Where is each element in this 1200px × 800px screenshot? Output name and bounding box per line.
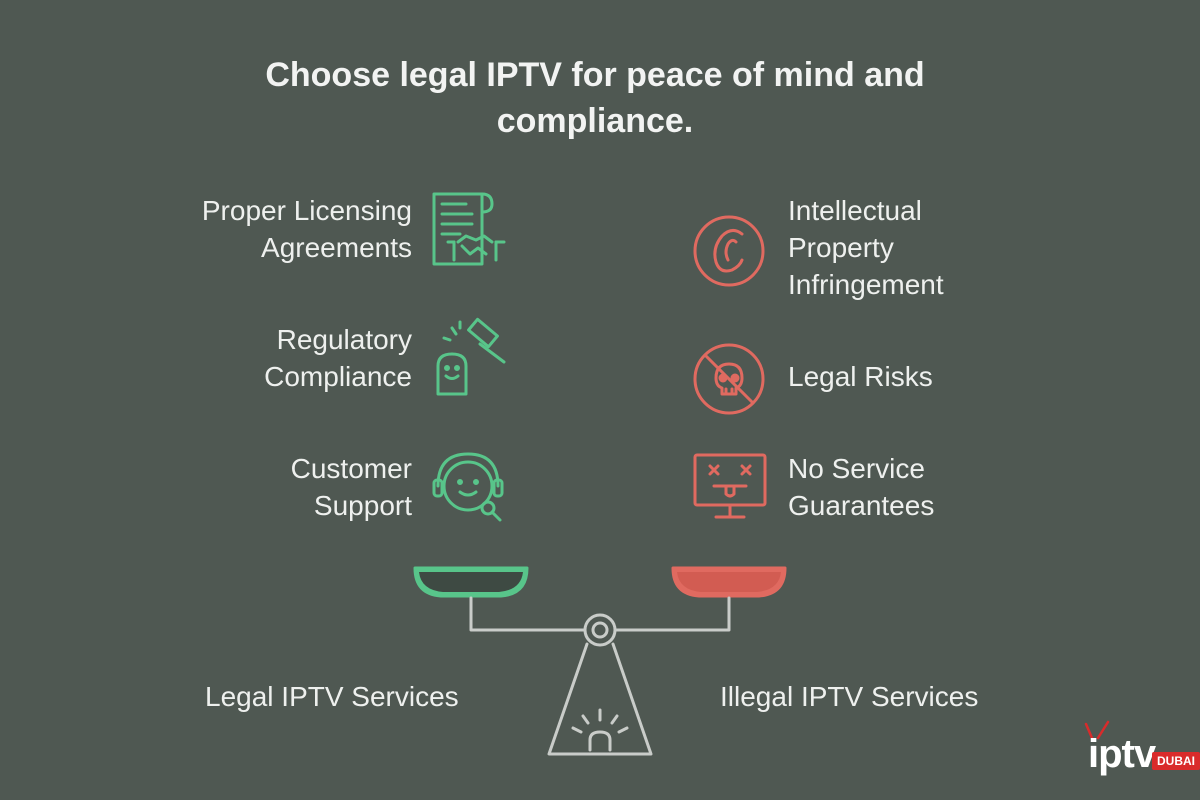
illegal-item-risks: Legal Risks [788,358,1048,395]
illegal-item-guarantees: No Service Guarantees [788,450,1048,524]
illegal-item-ip-line2: Property [788,232,894,263]
headset-support-icon [432,452,504,522]
illegal-item-guarantees-line2: Guarantees [788,490,935,521]
legal-item-licensing-line2: Agreements [261,232,412,263]
illegal-item-guarantees-line1: No Service [788,453,925,484]
balance-scale-icon [413,566,787,756]
broken-monitor-icon [693,453,767,519]
tv-antenna-icon [1084,720,1110,740]
gavel-compliance-icon [436,317,506,396]
legal-item-support-line1: Customer [290,453,412,484]
illegal-item-ip-line3: Infringement [788,269,944,300]
illegal-item-ip-line1: Intellectual [788,195,922,226]
legal-item-compliance-line1: Regulatory [276,324,412,355]
legal-item-licensing: Proper Licensing Agreements [150,192,412,266]
illegal-item-risks-line1: Legal Risks [788,361,933,392]
logo-badge: DUBAI [1152,752,1200,770]
legal-item-support-line2: Support [313,490,412,521]
legal-item-support: Customer Support [150,450,412,524]
legal-services-label: Legal IPTV Services [205,681,459,712]
iptv-dubai-logo: iptv DUBAI [1080,718,1200,788]
legal-item-compliance-line2: Compliance [264,361,412,392]
skull-forbidden-icon [693,343,765,415]
licensing-document-handshake-icon [432,192,506,266]
legal-item-licensing-line1: Proper Licensing [201,195,412,226]
copyright-icon [693,215,765,287]
illegal-services-label: Illegal IPTV Services [720,681,979,712]
logo-wordmark: iptv [1088,732,1156,776]
page-title: Choose legal IPTV for peace of mind and … [265,56,925,140]
legal-item-compliance: Regulatory Compliance [150,321,412,395]
illegal-item-ip: Intellectual Property Infringement [788,192,1048,303]
